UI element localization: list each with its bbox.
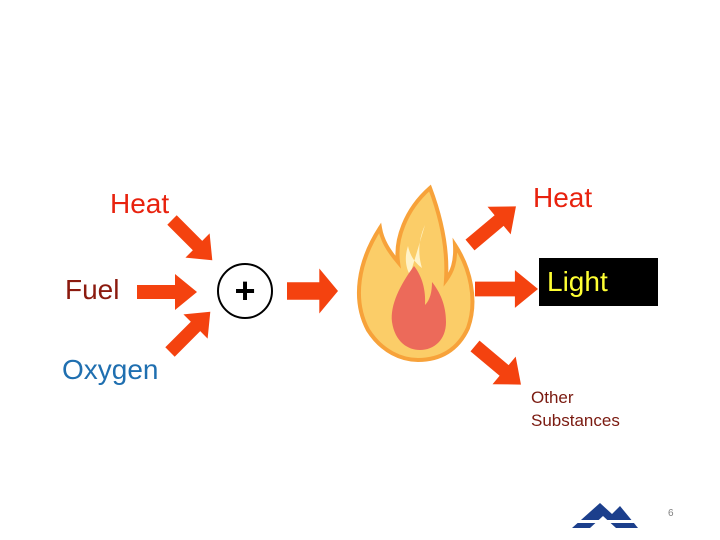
output-other-substances-label: Other Substances	[531, 388, 620, 430]
arrow-light-out	[475, 270, 538, 308]
input-heat-label: Heat	[110, 188, 170, 219]
arrow-fuel-in	[137, 274, 197, 310]
plus-circle	[217, 263, 273, 319]
input-oxygen-label: Oxygen	[62, 354, 159, 385]
input-fuel-label: Fuel	[65, 274, 120, 305]
fire-icon	[356, 184, 475, 363]
light-label-background	[539, 258, 658, 306]
logo-icon	[572, 503, 638, 528]
arrow-oxygen-in	[157, 299, 223, 365]
plus-sign: +	[234, 270, 256, 311]
arrow-to-flame	[287, 268, 338, 314]
arrow-heat-in	[159, 207, 225, 273]
page-number: 6	[668, 508, 674, 519]
arrow-heat-out	[458, 192, 528, 259]
output-light-label: Light	[547, 266, 608, 297]
arrow-other-out	[463, 332, 533, 399]
output-heat-label: Heat	[533, 182, 593, 213]
